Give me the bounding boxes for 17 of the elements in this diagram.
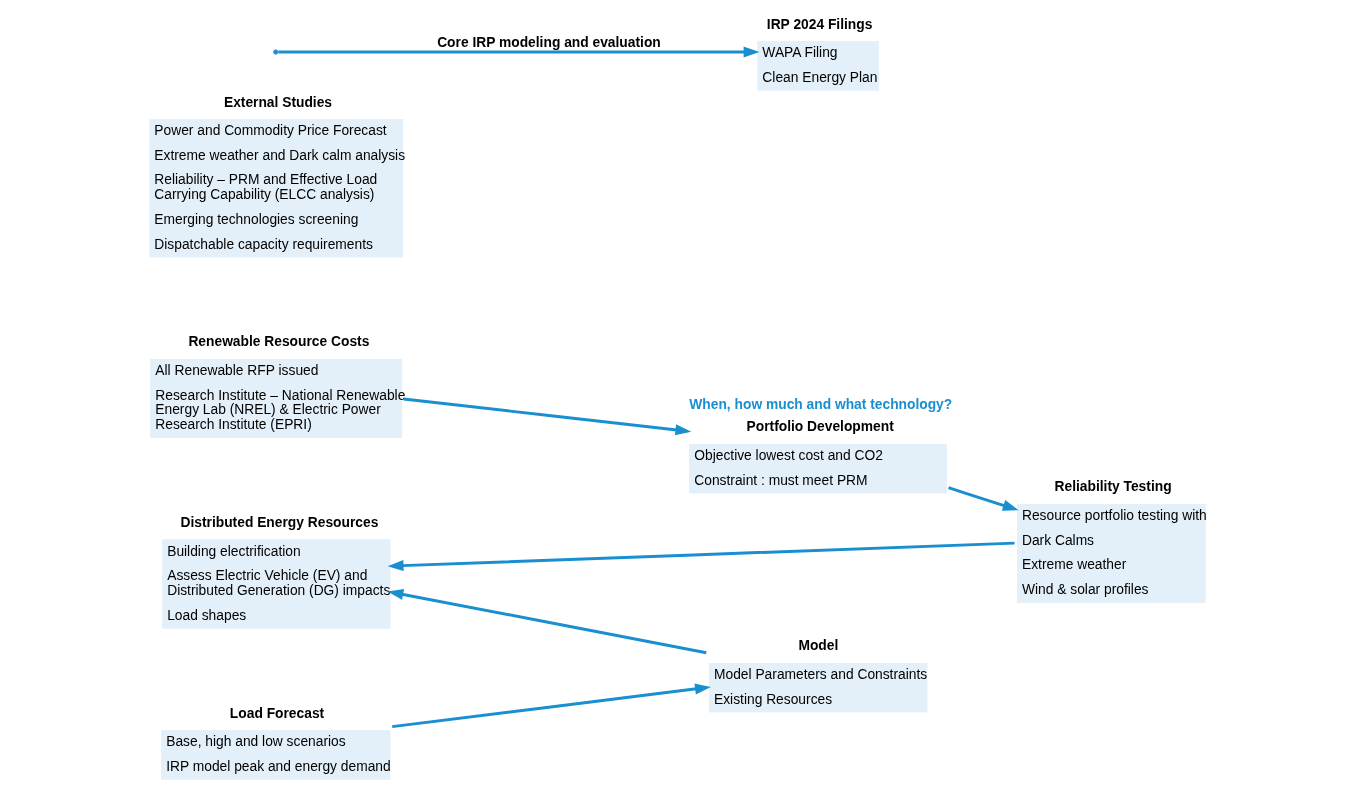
arrow [391,683,711,729]
node-text: Model Model Parameters and Constraints Existing Resources [713,637,927,707]
node-text: All Renewable RFP issued Research Institute – National Renewable Energy Lab (NREL) & Electric Power Research Institute (EPRI) [154,361,405,433]
edge-label: Core IRP modeling and evaluation [436,34,661,51]
arrow [387,589,707,655]
node-label: IRP 2024 Filings [766,15,872,32]
node-label: Portfolio Development [746,418,894,435]
node-label: External Studies [223,93,332,110]
node-label: Distributed Energy Resources [180,513,378,530]
node-label: When, how much and what technology? [688,395,952,412]
node-label: Renewable Resource Costs [187,333,369,350]
node-label: Load Forecast [229,704,324,721]
arrow [387,541,1015,572]
node-label: Reliability Testing [1054,478,1172,495]
arrow [403,397,691,436]
arrow [947,486,1019,511]
arrow [277,46,759,58]
